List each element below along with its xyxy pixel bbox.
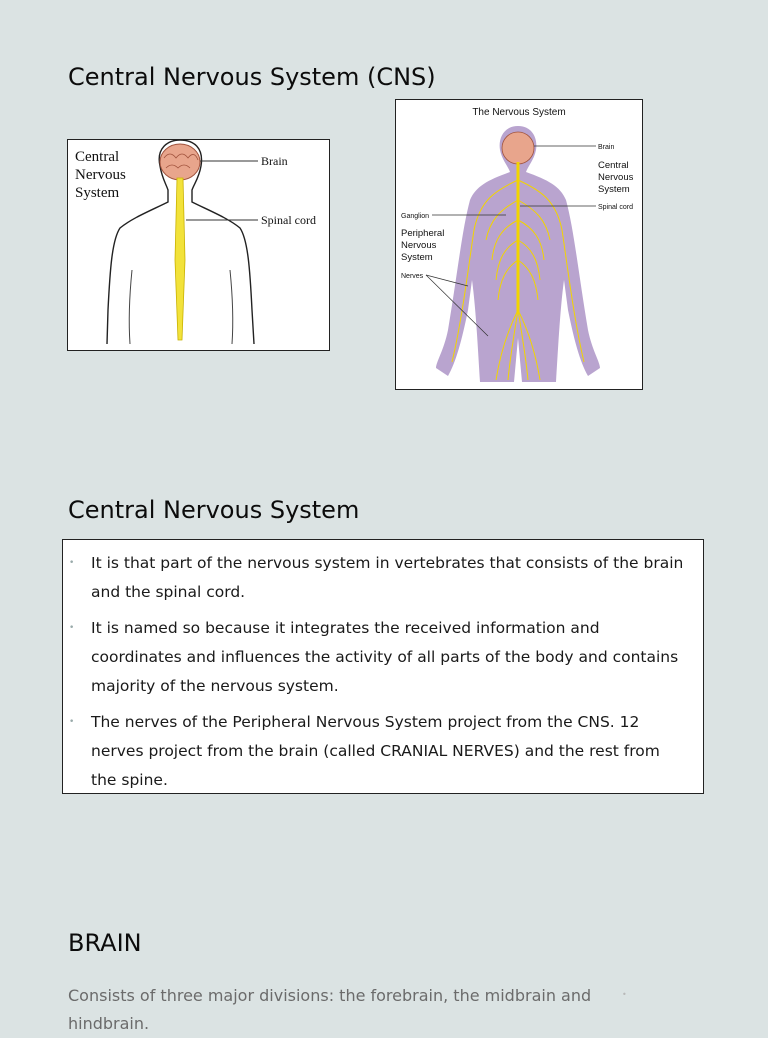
bullet-text: The nerves of the Peripheral Nervous Sys… xyxy=(91,713,660,789)
cns-label-line2: Nervous xyxy=(75,167,126,183)
spinal-cord-shape xyxy=(174,177,186,341)
pns-label-1: Peripheral xyxy=(401,228,444,239)
pns-label-3: System xyxy=(401,252,433,263)
cns-label-right-2: Nervous xyxy=(598,172,634,183)
bullet-item: • It is named so because it integrates t… xyxy=(69,614,687,701)
nerve-network xyxy=(451,179,585,381)
cns-bullet-box: • It is that part of the nervous system … xyxy=(62,539,704,794)
cns-label-right-3: System xyxy=(598,184,630,195)
cns-label-line1: Central xyxy=(75,149,119,165)
body-outline-right xyxy=(158,139,255,345)
bullet-icon: • xyxy=(69,623,75,633)
brain-label: Brain xyxy=(261,154,288,168)
bullet-icon: • xyxy=(69,717,75,727)
spinal-cord-label-right: Spinal cord xyxy=(598,204,633,211)
nervous-system-heading: The Nervous System xyxy=(472,107,565,118)
cns-label-right-1: Central xyxy=(598,160,629,171)
bullet-icon: • xyxy=(69,558,75,568)
section-title-brain: BRAIN xyxy=(68,929,142,957)
brain-shape xyxy=(159,143,201,181)
bullet-icon: • xyxy=(622,990,627,999)
cns-diagram: Central Nervous System Brain Spinal cord xyxy=(75,139,316,345)
bullet-item: • It is that part of the nervous system … xyxy=(69,549,687,607)
bullet-text: It is that part of the nervous system in… xyxy=(91,554,684,601)
ganglion-label: Ganglion xyxy=(401,213,429,220)
bullet-item: • The nerves of the Peripheral Nervous S… xyxy=(69,708,687,795)
section-title-cns-definition: Central Nervous System xyxy=(68,496,360,524)
cns-bullet-list: • It is that part of the nervous system … xyxy=(63,540,703,795)
nervous-system-figure: The Nervous System xyxy=(395,99,643,390)
brain-label-right: Brain xyxy=(598,144,614,151)
brain-icon xyxy=(501,131,535,165)
bullet-text: It is named so because it integrates the… xyxy=(91,619,679,695)
pns-label-2: Nervous xyxy=(401,240,437,251)
spinal-cord-label: Spinal cord xyxy=(261,213,316,227)
nervous-system-diagram: The Nervous System xyxy=(401,107,634,382)
cns-label-line3: System xyxy=(75,185,120,201)
section-title-cns: Central Nervous System (CNS) xyxy=(68,63,436,91)
cns-diagram-figure: Central Nervous System Brain Spinal cord xyxy=(67,139,330,351)
nerves-label: Nerves xyxy=(401,273,424,280)
body-outline-left xyxy=(106,165,169,345)
brain-paragraph: Consists of three major divisions: the f… xyxy=(68,986,592,1033)
